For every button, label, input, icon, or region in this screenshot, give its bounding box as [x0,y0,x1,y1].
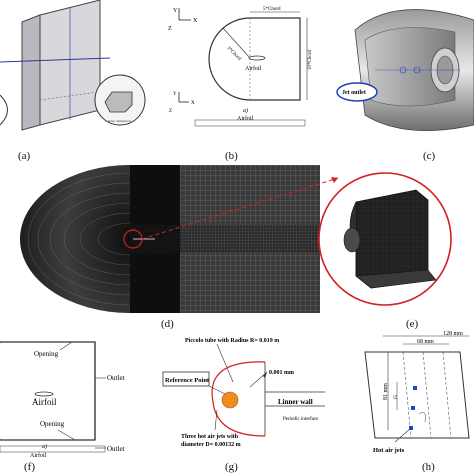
panel-b-figure: Y X Z 5*Chord 3*Chord 10*Chord Airfoil Y… [168,7,313,127]
reference-label: Reference Point [165,377,210,384]
piccolo-tube [211,361,266,437]
panel-f-figure: Opening Airfoil Outlet Opening a) Airfoi… [0,341,125,459]
duct-inner [364,27,456,107]
piccolo-label: Piccolo tube with Radius R= 0.019 m [185,338,279,344]
panel-e [316,170,454,308]
sub-a-label: a) [243,107,248,114]
panel-c-figure: Jet outlet [336,9,474,132]
inset-label: Inner dimension [108,119,131,123]
dimension-label: 0.001 mm [269,370,294,376]
panel-f: Opening Airfoil Outlet Opening a) Airfoi… [0,330,150,460]
leader-line [39,91,99,101]
airfoil-bottom-label: Airfoil [237,115,254,122]
panel-h-figure: 128 mm 68 mm 81 mm 15 Hot air jets [364,331,470,454]
hot-air-label: Hot air jets [373,447,405,454]
inset-part [104,91,133,113]
panel-e-figure [318,172,452,306]
axis-y-2: Y [173,92,177,97]
dim-68: 68 mm [417,339,434,345]
dim-81: 81 mm [383,383,389,400]
panel-d-figure [20,165,320,313]
reference-point [221,391,239,409]
outlet-bottom: Outlet [107,445,125,453]
caption-e: (e) [406,318,419,330]
caption-f: (f) [24,461,35,473]
axis-z: Z [168,26,172,32]
mesh-c-region [20,165,130,313]
axis-line [0,57,111,63]
airfoil-shape [248,55,266,61]
caption-b: (b) [225,150,238,162]
airfoil-bottom-f: Airfoil [30,452,47,459]
outlet-mid: Outlet [107,374,125,382]
caption-a: (a) [18,150,31,162]
airfoil-label: Airfoil [245,65,262,72]
caption-h: (h) [422,461,435,473]
caption-c: (c) [423,150,436,162]
height-label: 10*Chord [308,50,313,71]
dim-128: 128 mm [443,331,463,337]
panel-c: Jet outlet [335,0,474,140]
panel-g-figure: Piccolo tube with Radius R= 0.019 m Refe… [162,338,325,448]
panel-h: 128 mm 68 mm 81 mm 15 Hot air jets [345,330,474,460]
axis-x: X [193,18,198,24]
chord5-label: 5*Chord [263,7,281,12]
panel-a: Inner dimension [0,0,150,140]
sub-a-f: a) [42,443,47,450]
axis-x-2: X [191,101,195,106]
airfoil-f: Airfoil [32,397,57,407]
plate-side [21,14,41,131]
jet-2 [411,406,415,410]
axis-y: Y [173,8,178,14]
duct-h [364,351,470,439]
axis-z-2: Z [169,109,172,114]
caption-d: (d) [161,318,174,330]
opening-bottom: Opening [40,420,65,428]
reference-box [162,371,210,387]
jet-outlet-circle [336,82,378,102]
domain-outline [208,17,301,101]
periodic-label: Periodic interface [283,417,319,422]
panel-g: Piccolo tube with Radius R= 0.019 m Refe… [155,332,340,460]
arc-left [0,94,8,126]
caption-g: (g) [225,461,238,473]
jets-line2: diameter D= 0.00132 m [181,442,241,448]
opening-top: Opening [34,350,59,358]
panel-a-figure: Inner dimension [0,0,146,131]
panel-b: Y X Z 5*Chord 3*Chord 10*Chord Airfoil Y… [165,0,325,140]
jets-line1: Three hot air jets with [181,434,239,440]
jet-outlet-label: Jet outlet [342,90,366,96]
liner-label: Linner wall [278,398,313,406]
jet-1 [413,386,417,390]
panel-d [20,165,320,313]
dim-15: 15 [394,395,399,401]
